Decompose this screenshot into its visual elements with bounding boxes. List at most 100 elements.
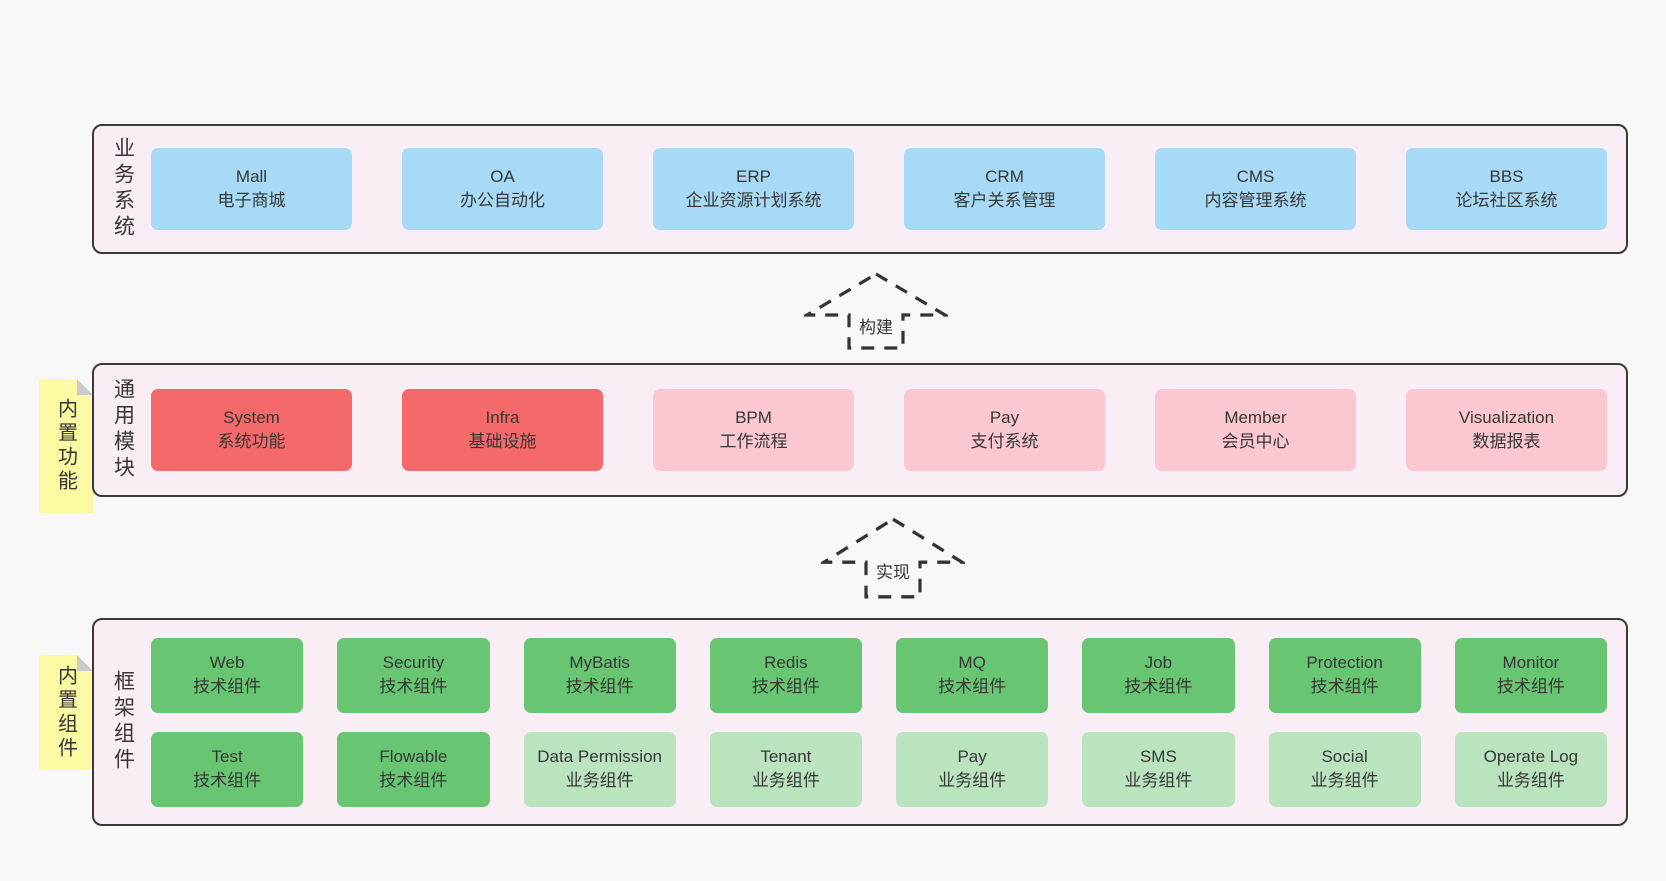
box-title: Tenant (760, 747, 812, 766)
box-framework-redis: Redis 技术组件 (709, 637, 862, 713)
box-title: CRM (985, 167, 1024, 186)
panel-label-business-systems: 业务系统 (111, 137, 135, 241)
box-title: ERP (736, 167, 771, 186)
panel-label-common-modules: 通用模块 (111, 378, 135, 482)
box-business-erp: ERP 企业资源计划系统 (653, 148, 854, 230)
box-title: Visualization (1458, 408, 1555, 427)
box-modules-pay: Pay 支付系统 (904, 389, 1105, 471)
box-subtitle: 技术组件 (379, 771, 448, 790)
box-framework-operate-log: Operate Log 业务组件 (1454, 731, 1607, 807)
box-subtitle: 技术组件 (193, 771, 262, 790)
box-subtitle: 论坛社区系统 (1455, 191, 1558, 210)
business-systems-grid: Mall 电子商城 OA 办公自动化 ERP 企业资源计划系统 CRM 客户关系管理 CMS 内容… (151, 126, 1607, 252)
build-arrow: 构建 (804, 271, 948, 351)
box-subtitle: 业务组件 (1310, 771, 1379, 790)
panel-label-framework-components: 框架组件 (111, 670, 135, 774)
box-title: System (223, 408, 280, 427)
box-title: Redis (764, 653, 808, 672)
box-framework-flowable: Flowable 技术组件 (337, 731, 490, 807)
box-title: Test (211, 747, 243, 766)
box-title: Operate Log (1483, 747, 1579, 766)
sticky-note-built-in-components: 内置组件 (39, 655, 93, 770)
box-framework-mq: MQ 技术组件 (896, 637, 1049, 713)
box-subtitle: 数据报表 (1472, 432, 1541, 451)
dashed-up-arrow-icon (821, 517, 965, 599)
box-title: Job (1144, 653, 1173, 672)
box-subtitle: 会员中心 (1221, 432, 1290, 451)
box-framework-job: Job 技术组件 (1082, 637, 1235, 713)
box-subtitle: 业务组件 (751, 771, 820, 790)
box-title: Mall (235, 167, 268, 186)
box-business-mall: Mall 电子商城 (151, 148, 352, 230)
implement-arrow-label: 实现 (873, 558, 913, 583)
box-subtitle: 技术组件 (1310, 677, 1379, 696)
box-business-oa: OA 办公自动化 (402, 148, 603, 230)
box-subtitle: 办公自动化 (460, 191, 545, 210)
box-title: Infra (485, 408, 520, 427)
box-framework-social: Social 业务组件 (1268, 731, 1421, 807)
box-modules-member: Member 会员中心 (1155, 389, 1356, 471)
box-subtitle: 业务组件 (1124, 771, 1193, 790)
implement-arrow: 实现 (821, 516, 965, 600)
box-modules-infra: Infra 基础设施 (402, 389, 603, 471)
box-framework-web: Web 技术组件 (151, 637, 304, 713)
box-framework-monitor: Monitor 技术组件 (1454, 637, 1607, 713)
box-title: Pay (989, 408, 1020, 427)
box-subtitle: 技术组件 (938, 677, 1007, 696)
sticky-note-built-in-features: 内置功能 (39, 379, 93, 513)
box-framework-tenant: Tenant 业务组件 (709, 731, 862, 807)
box-subtitle: 内容管理系统 (1204, 191, 1307, 210)
box-title: OA (490, 167, 515, 186)
box-framework-security: Security 技术组件 (337, 637, 490, 713)
box-subtitle: 业务组件 (938, 771, 1007, 790)
box-subtitle: 技术组件 (1496, 677, 1565, 696)
box-subtitle: 基础设施 (468, 432, 537, 451)
box-subtitle: 业务组件 (1496, 771, 1565, 790)
box-subtitle: 支付系统 (970, 432, 1039, 451)
box-title: Flowable (379, 747, 448, 766)
box-title: CMS (1236, 167, 1275, 186)
note-label: 内置组件 (54, 664, 77, 761)
box-title: Member (1224, 408, 1287, 427)
build-arrow-label: 构建 (856, 313, 896, 338)
box-business-crm: CRM 客户关系管理 (904, 148, 1105, 230)
box-framework-mybatis: MyBatis 技术组件 (523, 637, 676, 713)
box-title: Web (209, 653, 245, 672)
box-framework-data-permission: Data Permission 业务组件 (523, 731, 676, 807)
box-subtitle: 技术组件 (193, 677, 262, 696)
box-subtitle: 电子商城 (217, 191, 286, 210)
box-subtitle: 企业资源计划系统 (685, 191, 822, 210)
box-title: MyBatis (569, 653, 630, 672)
box-title: Protection (1306, 653, 1383, 672)
dashed-up-arrow-icon (804, 272, 948, 350)
box-subtitle: 工作流程 (719, 432, 788, 451)
box-title: Security (382, 653, 445, 672)
box-title: Social (1321, 747, 1368, 766)
box-business-bbs: BBS 论坛社区系统 (1406, 148, 1607, 230)
box-framework-protection: Protection 技术组件 (1268, 637, 1421, 713)
box-business-cms: CMS 内容管理系统 (1155, 148, 1356, 230)
box-title: Monitor (1502, 653, 1560, 672)
note-label: 内置功能 (54, 398, 77, 494)
box-subtitle: 技术组件 (379, 677, 448, 696)
box-title: Data Permission (537, 747, 662, 766)
box-subtitle: 业务组件 (565, 771, 634, 790)
panel-business-systems: 业务系统 Mall 电子商城 OA 办公自动化 ERP 企业资源计划系统 CRM 客户关系管理… (92, 124, 1628, 254)
box-framework-test: Test 技术组件 (151, 731, 304, 807)
box-title: BBS (1489, 167, 1524, 186)
box-subtitle: 客户关系管理 (953, 191, 1056, 210)
box-modules-visualization: Visualization 数据报表 (1406, 389, 1607, 471)
box-subtitle: 技术组件 (751, 677, 820, 696)
box-subtitle: 技术组件 (565, 677, 634, 696)
box-subtitle: 技术组件 (1124, 677, 1193, 696)
box-title: MQ (958, 653, 986, 672)
